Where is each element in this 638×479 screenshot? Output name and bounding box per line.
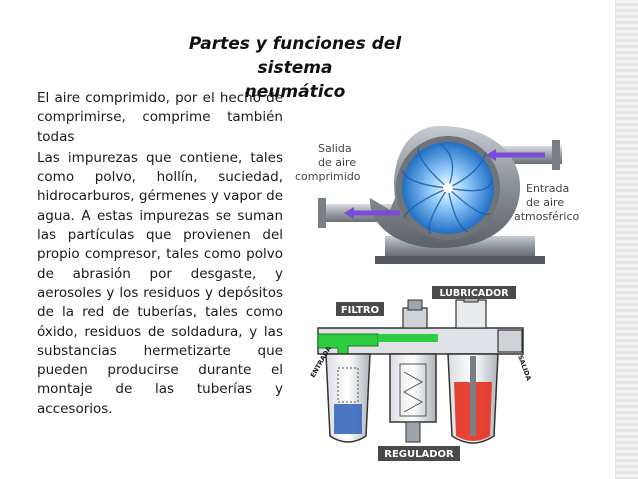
title-line-2: neumático xyxy=(244,82,346,102)
outlet-label-2: de aire xyxy=(318,156,356,169)
outlet-label-3: comprimido xyxy=(295,170,361,183)
inlet-label-3: atmosférico xyxy=(514,210,579,223)
lubricator-label: LUBRICADOR xyxy=(439,288,509,299)
slide-title: Partes y funciones del sistema neumático xyxy=(150,32,440,104)
filter-label: FILTRO xyxy=(341,305,379,316)
centrifugal-compressor-icon: Salida de aire comprimido Entrada de air… xyxy=(295,126,579,264)
paragraph-1: El aire comprimido, por el hecho de comp… xyxy=(37,90,283,145)
paragraph-2: Las impurezas que contiene, tales como p… xyxy=(37,149,283,417)
title-line-1: Partes y funciones del sistema xyxy=(188,34,402,78)
outlet-label-1: Salida xyxy=(318,142,352,155)
slide-edge-decoration xyxy=(615,0,638,479)
regulator-label: REGULADOR xyxy=(384,449,454,460)
body-text: El aire comprimido, por el hecho de comp… xyxy=(37,89,283,419)
inlet-label-1: Entrada xyxy=(526,182,569,195)
filter-regulator-lubricator-icon: FILTRO LUBRICADOR REGULADOR ENTRADA SALI… xyxy=(309,286,533,461)
inlet-label-2: de aire xyxy=(526,196,564,209)
outlet-label: SALIDA xyxy=(516,354,533,382)
